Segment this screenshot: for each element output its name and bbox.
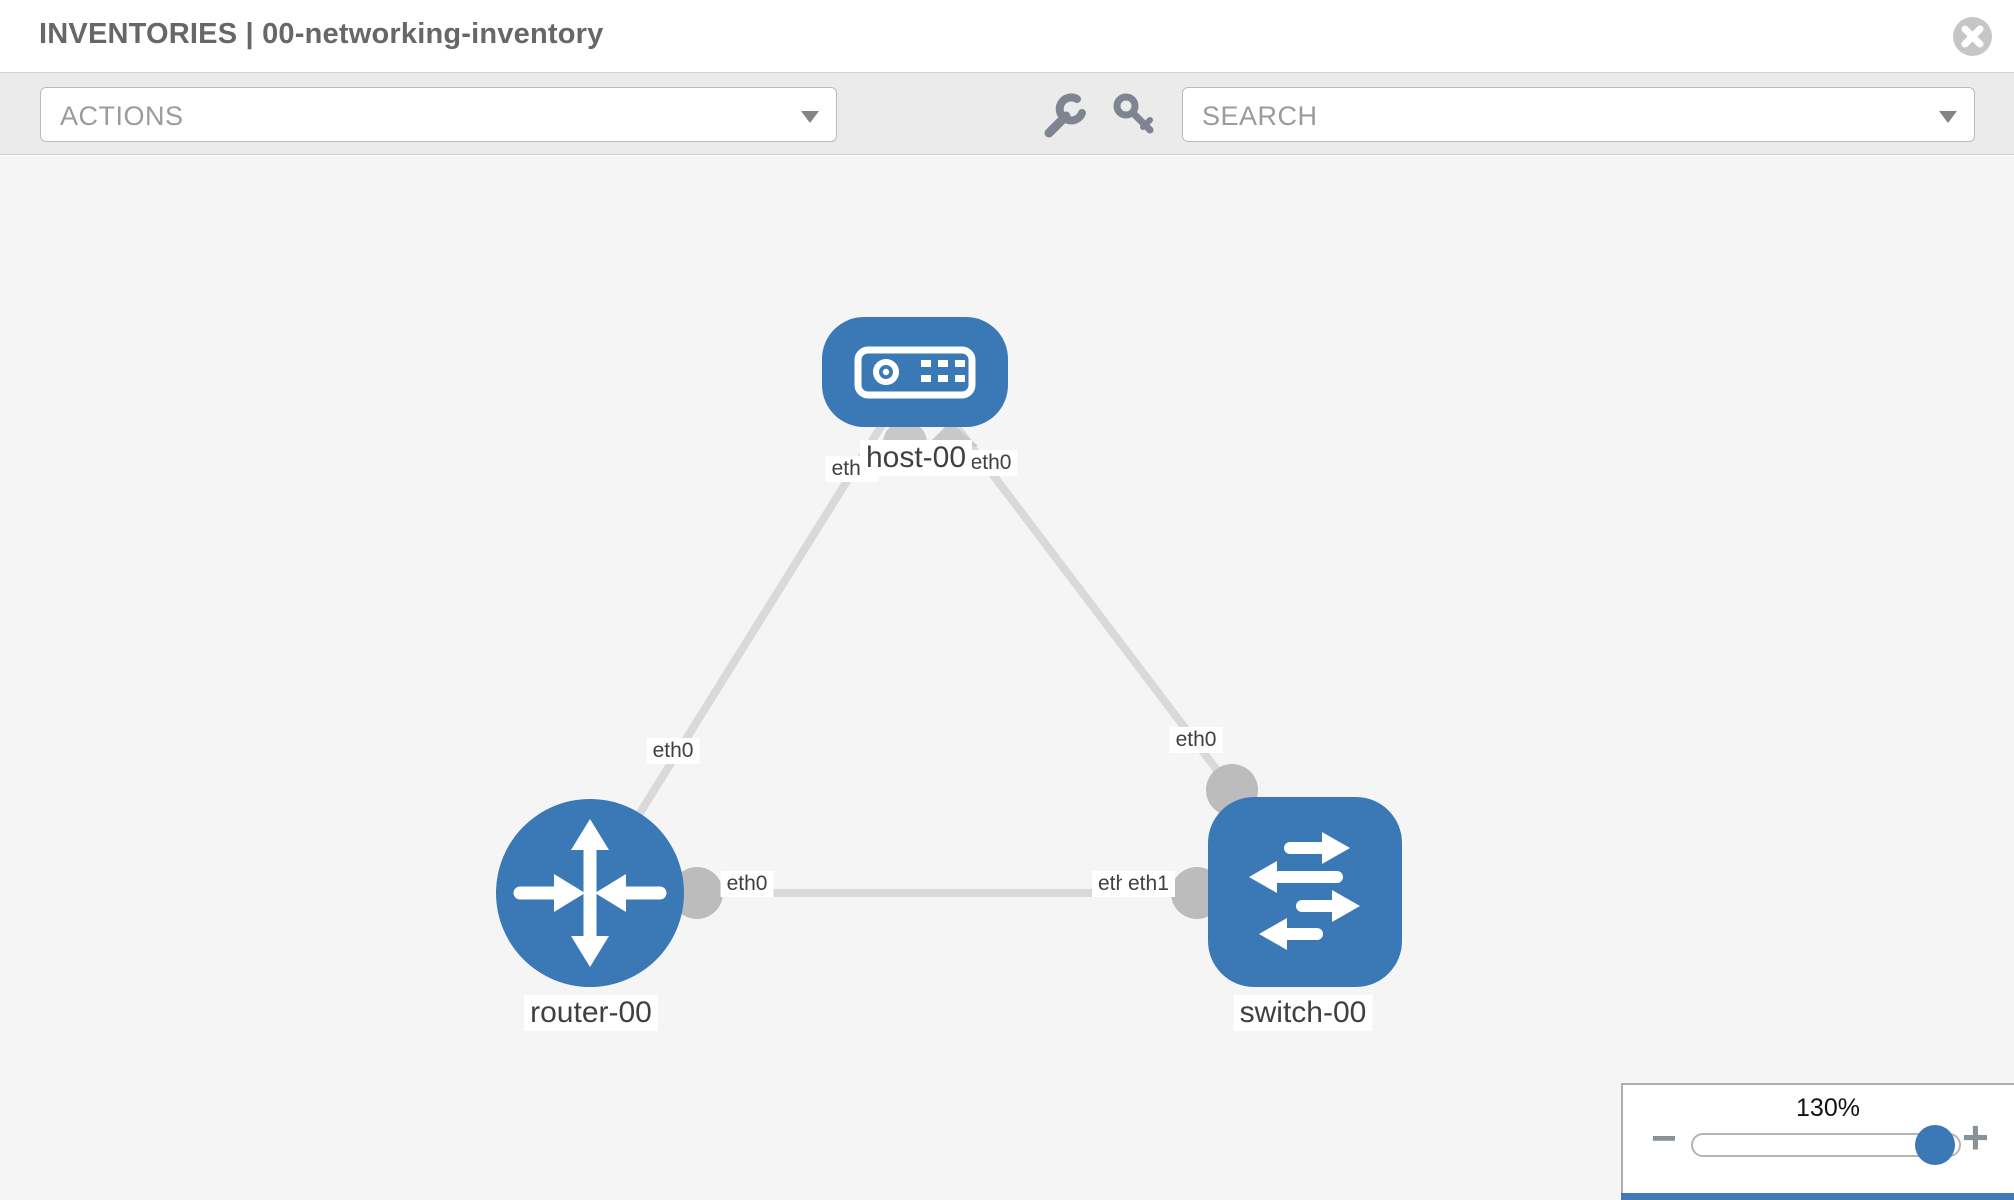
interface-label: eth0 xyxy=(1169,727,1223,753)
zoom-slider-handle[interactable] xyxy=(1915,1125,1955,1165)
panel-header: INVENTORIES | 00-networking-inventory xyxy=(0,0,2014,72)
switch-icon xyxy=(1249,832,1360,950)
zoom-out-button[interactable]: − xyxy=(1651,1114,1677,1163)
key-icon xyxy=(1113,93,1154,134)
connector-router-eth0[interactable] xyxy=(671,867,723,919)
node-switch[interactable] xyxy=(1208,797,1402,987)
page-title: INVENTORIES | 00-networking-inventory xyxy=(39,18,604,50)
host-icon xyxy=(854,346,976,399)
zoom-slider-track[interactable] xyxy=(1691,1125,1961,1165)
key-panel-edge xyxy=(1621,1193,2014,1200)
interface-label: eth1 xyxy=(1122,871,1175,897)
zoom-level-value: 130% xyxy=(1796,1094,1860,1122)
toolbar: ACTIONS SEARCH xyxy=(0,72,2014,155)
topology-canvas[interactable]: eth0 eth0 eth0 eth0 eth0 eth0 eth1 host-… xyxy=(0,156,2014,1200)
key-button[interactable] xyxy=(1104,86,1160,142)
search-dropdown-label: SEARCH xyxy=(1202,101,1318,131)
wrench-icon xyxy=(1044,93,1086,138)
router-icon xyxy=(513,819,667,967)
chevron-down-icon xyxy=(801,111,819,123)
actions-dropdown[interactable]: ACTIONS xyxy=(40,87,837,142)
close-button[interactable] xyxy=(1953,17,1992,56)
actions-dropdown-label: ACTIONS xyxy=(60,101,184,131)
node-label-router: router-00 xyxy=(524,995,658,1031)
interface-label: eth0 xyxy=(964,450,1018,476)
chevron-down-icon xyxy=(1939,111,1957,123)
node-host[interactable] xyxy=(822,317,1008,427)
zoom-panel: 130% − + xyxy=(1621,1083,2014,1195)
zoom-in-button[interactable]: + xyxy=(1962,1111,1989,1163)
search-dropdown[interactable]: SEARCH xyxy=(1182,87,1975,142)
interface-label: eth0 xyxy=(720,871,774,897)
wrench-button[interactable] xyxy=(1036,86,1092,142)
node-router[interactable] xyxy=(496,799,684,987)
node-label-host: host-00 xyxy=(859,440,973,476)
node-label-switch: switch-00 xyxy=(1233,995,1373,1031)
interface-label: eth0 xyxy=(646,738,700,764)
close-icon xyxy=(1961,25,1984,48)
topology-svg xyxy=(496,317,1402,987)
